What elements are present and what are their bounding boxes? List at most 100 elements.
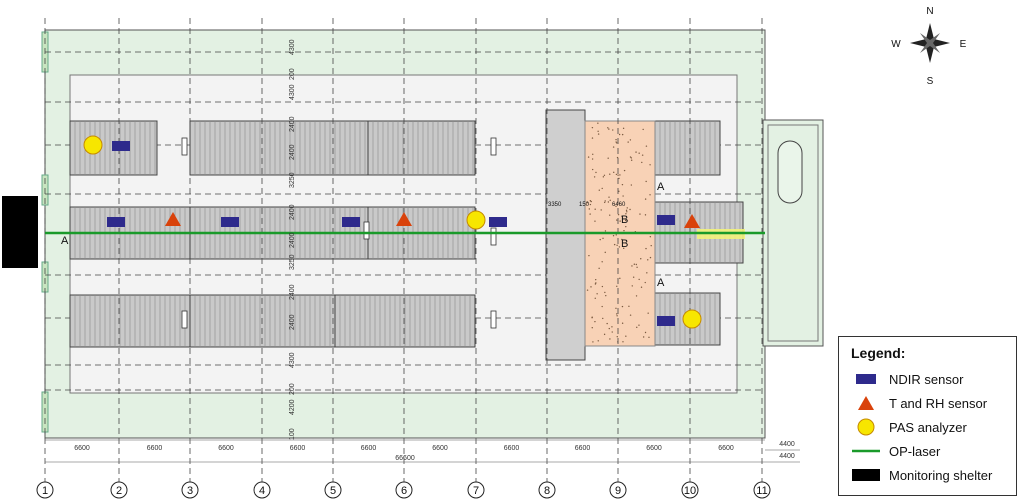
span-dim: 6600 <box>218 445 234 452</box>
legend-label: PAS analyzer <box>889 419 967 435</box>
grid-bubble <box>253 481 271 499</box>
grid-number: 5 <box>330 485 336 497</box>
monitoring-shelter <box>2 196 38 268</box>
label-b-bottom: B <box>621 238 628 250</box>
milking-parlour <box>545 109 586 361</box>
compass-e: E <box>960 39 967 50</box>
span-dim: 6600 <box>575 445 591 452</box>
legend-item-laser: OP-laser <box>851 439 1016 463</box>
vertical-dim: 2400 <box>289 232 296 248</box>
grid-number: 8 <box>544 485 550 497</box>
grid-bubble <box>181 481 199 499</box>
compass-n: N <box>926 6 933 17</box>
legend-item-shelter: Monitoring shelter <box>851 463 1016 487</box>
span-dim: 6600 <box>74 445 90 452</box>
span-dim: 6600 <box>432 445 448 452</box>
vertical-dim: 2400 <box>289 284 296 300</box>
span-dim: 6600 <box>718 445 734 452</box>
label-a-right-bottom: A <box>657 277 665 289</box>
grid-number: 11 <box>756 485 767 497</box>
vertical-dim: 2400 <box>289 116 296 132</box>
grid-number: 7 <box>473 485 479 497</box>
window <box>41 261 49 293</box>
ndir-sensor-icon <box>657 215 675 225</box>
vertical-dim: 200 <box>289 383 296 395</box>
tank <box>777 140 803 204</box>
grid-number: 3 <box>187 485 193 497</box>
legend-item-trh: T and RH sensor <box>851 391 1016 415</box>
ndir-sensor-icon <box>107 217 125 227</box>
compass-w: W <box>891 39 901 50</box>
span-dim: 6600 <box>290 445 306 452</box>
annex-inner <box>767 124 819 342</box>
span-dim: 6600 <box>504 445 520 452</box>
ndir-sensor-icon <box>489 217 507 227</box>
label-b-top: B <box>621 214 628 226</box>
grid-bubble <box>538 481 556 499</box>
legend-label: T and RH sensor <box>889 395 988 411</box>
grid-number: 9 <box>615 485 621 497</box>
compass-rose-icon <box>910 23 950 63</box>
pas-analyzer-icon <box>466 210 486 230</box>
vertical-dim: 4300 <box>289 84 296 100</box>
vertical-dim: 4300 <box>289 39 296 55</box>
trh-sensor-icon <box>165 212 181 226</box>
legend-label: OP-laser <box>889 443 941 459</box>
vertical-dim: 4200 <box>289 399 296 415</box>
pas-analyzer-icon <box>851 418 881 436</box>
vertical-dim: 2400 <box>289 144 296 160</box>
pas-analyzer-icon <box>83 135 103 155</box>
vertical-dim: 100 <box>289 428 296 440</box>
laser-line-icon <box>851 442 881 460</box>
ndir-sensor-icon <box>851 370 881 388</box>
grid-bubble <box>681 481 699 499</box>
span-dim: 6600 <box>646 445 662 452</box>
right-dim-1: 4400 <box>779 441 795 448</box>
compass-s: S <box>927 76 934 87</box>
trh-sensor-icon <box>684 214 700 228</box>
grid-bubble <box>324 481 342 499</box>
legend: Legend: NDIR sensor T and RH sensor PAS … <box>838 336 1017 496</box>
legend-item-ndir: NDIR sensor <box>851 367 1016 391</box>
legend-label: NDIR sensor <box>889 371 964 387</box>
grid-number: 4 <box>259 485 265 497</box>
span-dim: 6600 <box>147 445 163 452</box>
grid-bubble <box>609 481 627 499</box>
legend-title: Legend: <box>851 345 906 361</box>
vertical-dim: 3250 <box>289 254 296 270</box>
ndir-sensor-icon <box>657 316 675 326</box>
total-dim: 66600 <box>395 455 415 462</box>
grid-number: 6 <box>401 485 407 497</box>
grid-number: 1 <box>42 485 48 497</box>
vertical-dim: 4300 <box>289 352 296 368</box>
grid-bubble <box>110 481 128 499</box>
grid-bubble <box>467 481 485 499</box>
dim-3350: 3350 <box>548 202 562 208</box>
grid-number: 2 <box>116 485 122 497</box>
trh-sensor-icon <box>396 212 412 226</box>
legend-item-pas: PAS analyzer <box>851 415 1016 439</box>
label-a-right-top: A <box>657 181 665 193</box>
ndir-sensor-icon <box>342 217 360 227</box>
ndir-sensor-icon <box>221 217 239 227</box>
right-dim-2: 4400 <box>779 453 795 460</box>
dim-150: 150 <box>579 202 590 208</box>
vertical-dim: 200 <box>289 68 296 80</box>
vertical-dim: 2400 <box>289 204 296 220</box>
label-a-left: A <box>61 235 69 247</box>
grid-number: 10 <box>684 485 696 497</box>
ndir-sensor-icon <box>112 141 130 151</box>
trh-sensor-icon <box>851 394 881 412</box>
dim-6460: 6460 <box>612 202 626 208</box>
grid-bubble <box>753 481 771 499</box>
pen-row-top <box>69 120 721 176</box>
legend-label: Monitoring shelter <box>889 467 993 483</box>
span-dim: 6600 <box>361 445 377 452</box>
shelter-icon <box>851 466 881 484</box>
grid-bubble <box>395 481 413 499</box>
grid-bubble <box>36 481 54 499</box>
vertical-dim: 3250 <box>289 172 296 188</box>
vertical-dim: 2400 <box>289 314 296 330</box>
pas-analyzer-icon <box>682 309 702 329</box>
